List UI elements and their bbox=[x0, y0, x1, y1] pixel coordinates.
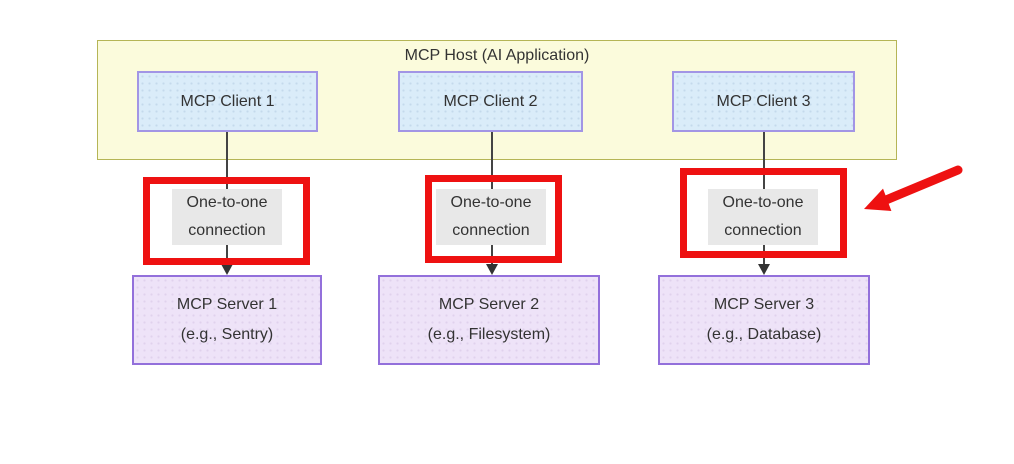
server-title: MCP Server 1 bbox=[176, 296, 278, 313]
client-box-3: MCP Client 3 bbox=[672, 71, 855, 132]
server-title: MCP Server 2 bbox=[438, 296, 540, 313]
server-box-2: MCP Server 2 (e.g., Filesystem) bbox=[378, 275, 600, 365]
highlight-box-3 bbox=[680, 168, 847, 258]
client-box-1: MCP Client 1 bbox=[137, 71, 318, 132]
annotation-arrow-icon bbox=[864, 165, 963, 211]
connection-label-3: One-to-one connection bbox=[708, 189, 818, 245]
server-subtitle: (e.g., Sentry) bbox=[180, 326, 274, 343]
connection-label-2: One-to-one connection bbox=[436, 189, 546, 245]
server-box-3: MCP Server 3 (e.g., Database) bbox=[658, 275, 870, 365]
down-arrowhead-icon bbox=[221, 264, 233, 275]
down-arrowhead-icon bbox=[486, 264, 498, 275]
highlight-box-1 bbox=[143, 177, 310, 265]
client-box-2: MCP Client 2 bbox=[398, 71, 583, 132]
down-arrowhead-icon bbox=[758, 264, 770, 275]
server-subtitle: (e.g., Filesystem) bbox=[427, 326, 551, 343]
highlight-box-2 bbox=[425, 175, 562, 263]
server-box-1: MCP Server 1 (e.g., Sentry) bbox=[132, 275, 322, 365]
host-title: MCP Host (AI Application) bbox=[404, 47, 590, 64]
server-subtitle: (e.g., Database) bbox=[706, 326, 822, 343]
connection-label-1: One-to-one connection bbox=[172, 189, 282, 245]
server-title: MCP Server 3 bbox=[713, 296, 815, 313]
